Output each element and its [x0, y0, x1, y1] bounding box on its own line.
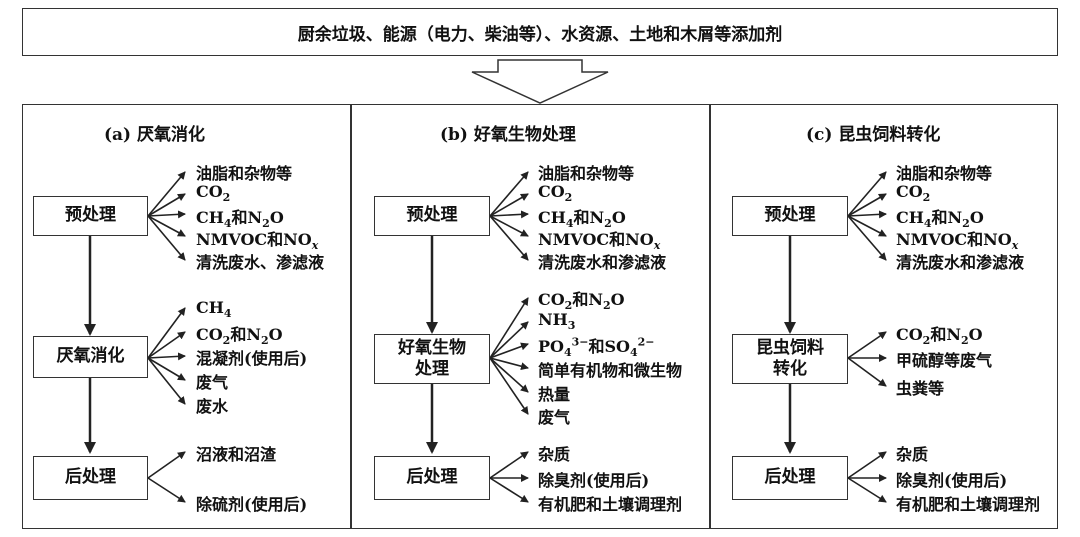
- output-label: 废气: [538, 408, 571, 427]
- output-label: 清洗废水和渗滤液: [538, 253, 667, 272]
- stage-c1-label: 预处理: [764, 205, 816, 226]
- output-label: CH4: [196, 298, 232, 321]
- panel-insect-feed-conversion: [710, 104, 1058, 529]
- stage-c3-label: 后处理: [764, 467, 816, 488]
- inputs-text: 厨余垃圾、能源（电力、柴油等）、水资源、土地和木屑等添加剂: [297, 24, 783, 45]
- output-label: 油脂和杂物等: [538, 164, 635, 183]
- output-label: CH4和N2O: [196, 208, 284, 231]
- stage-b2-label: 好氧生物处理: [398, 337, 466, 379]
- inputs-box: 厨余垃圾、能源（电力、柴油等）、水资源、土地和木屑等添加剂: [22, 8, 1058, 56]
- panel-a-title: (a) 厌氧消化: [104, 125, 206, 145]
- output-label: 清洗废水和渗滤液: [896, 253, 1025, 272]
- output-label: NMVOC和NOx: [196, 230, 319, 253]
- stage-a2-label: 厌氧消化: [56, 346, 125, 367]
- output-label: 热量: [538, 385, 571, 404]
- stage-c2-label: 昆虫饲料转化: [756, 337, 824, 379]
- output-label: 除硫剂(使用后): [196, 495, 308, 514]
- stage-a1-label: 预处理: [65, 205, 116, 226]
- output-label: CO2: [538, 182, 573, 205]
- output-label: 油脂和杂物等: [196, 164, 293, 183]
- panel-anaerobic-digestion: [22, 104, 351, 529]
- output-label: 油脂和杂物等: [896, 164, 993, 183]
- stage-a-anaerobic-digestion: 厌氧消化: [33, 336, 148, 378]
- output-label: 有机肥和土壤调理剂: [896, 495, 1041, 514]
- stage-b-aerobic-treatment: 好氧生物处理: [374, 334, 490, 384]
- stage-c-pretreatment: 预处理: [732, 196, 848, 236]
- stage-c-posttreatment: 后处理: [732, 456, 848, 500]
- output-label: NMVOC和NOx: [538, 230, 661, 253]
- panel-b-title: (b) 好氧生物处理: [440, 125, 576, 145]
- output-label: CH4和N2O: [538, 208, 626, 231]
- stage-c-insect-conversion: 昆虫饲料转化: [732, 334, 848, 384]
- output-label: 甲硫醇等废气: [896, 351, 993, 370]
- output-label: 除臭剂(使用后): [538, 471, 650, 490]
- panel-c-title: (c) 昆虫饲料转化: [806, 125, 941, 145]
- big-down-arrow: [471, 59, 609, 104]
- output-label: CO2和N2O: [896, 325, 983, 348]
- output-label: 虫粪等: [896, 379, 945, 398]
- output-label: 沼液和沼渣: [196, 445, 277, 464]
- stage-a-posttreatment: 后处理: [33, 456, 148, 500]
- output-label: CO2和N2O: [196, 325, 283, 348]
- output-label: 有机肥和土壤调理剂: [538, 495, 683, 514]
- output-label: CH4和N2O: [896, 208, 984, 231]
- stage-b1-label: 预处理: [406, 205, 458, 226]
- output-label: PO43−和SO42−: [538, 335, 655, 360]
- output-label: CO2: [896, 182, 931, 205]
- output-label: 简单有机物和微生物: [538, 361, 683, 380]
- output-label: 废气: [196, 373, 229, 392]
- panel-aerobic-treatment: [351, 104, 710, 529]
- stage-b-posttreatment: 后处理: [374, 456, 490, 500]
- output-label: CO2和N2O: [538, 290, 625, 313]
- output-label: 杂质: [538, 445, 571, 464]
- output-label: CO2: [196, 182, 231, 205]
- stage-b-pretreatment: 预处理: [374, 196, 490, 236]
- stage-b3-label: 后处理: [406, 467, 458, 488]
- output-label: 清洗废水、渗滤液: [196, 253, 325, 272]
- stage-a3-label: 后处理: [65, 467, 116, 488]
- output-label: NH3: [538, 310, 576, 333]
- output-label: 杂质: [896, 445, 929, 464]
- output-label: 废水: [196, 397, 229, 416]
- output-label: 混凝剂(使用后): [196, 349, 308, 368]
- output-label: 除臭剂(使用后): [896, 471, 1008, 490]
- stage-a-pretreatment: 预处理: [33, 196, 148, 236]
- output-label: NMVOC和NOx: [896, 230, 1019, 253]
